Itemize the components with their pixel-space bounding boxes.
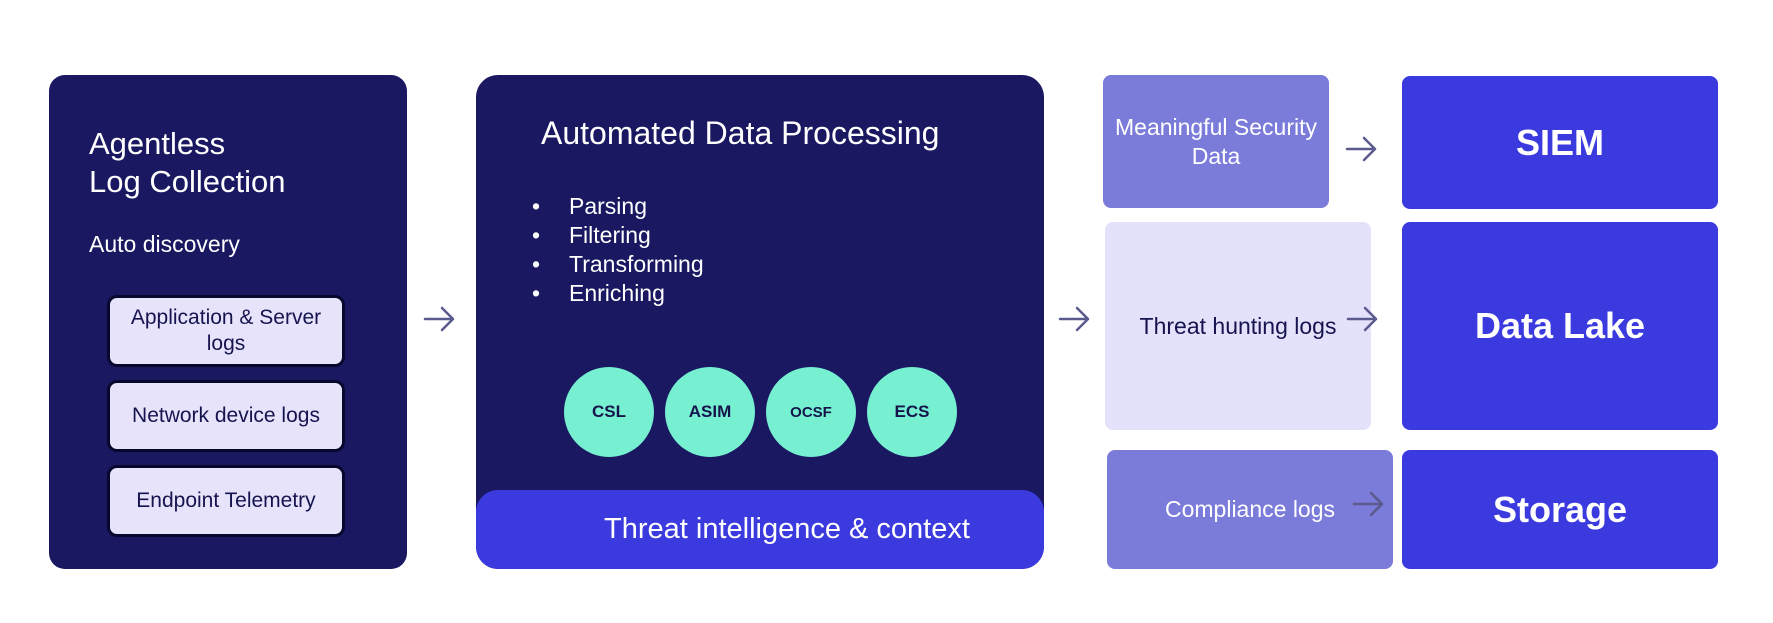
step-enriching: Enriching (532, 279, 704, 308)
log-collection-title: Agentless Log Collection (89, 125, 379, 201)
arrow-right-icon (1345, 136, 1377, 162)
format-badge-ecs: ECS (867, 367, 957, 457)
format-badge-csl: CSL (564, 367, 654, 457)
meaningful-security-data-box: Meaningful Security Data (1103, 75, 1329, 208)
step-filtering: Filtering (532, 221, 704, 250)
chip-endpoint-telemetry: Endpoint Telemetry (107, 465, 345, 537)
data-processing-panel: Automated Data Processing Parsing Filter… (476, 75, 1044, 569)
siem-destination: SIEM (1402, 76, 1718, 209)
step-transforming: Transforming (532, 250, 704, 279)
auto-discovery-label: Auto discovery (89, 231, 240, 257)
format-badge-asim: ASIM (665, 367, 755, 457)
log-collection-panel: Agentless Log Collection Auto discovery … (49, 75, 407, 569)
arrow-right-icon (1058, 306, 1090, 332)
threat-intel-bar: Threat intelligence & context (476, 490, 1044, 569)
data-lake-destination: Data Lake (1402, 222, 1718, 430)
arrow-right-icon (1346, 306, 1378, 332)
processing-steps-list: Parsing Filtering Transforming Enriching (532, 192, 704, 308)
storage-destination: Storage (1402, 450, 1718, 569)
arrow-right-icon (423, 306, 455, 332)
arrow-right-icon (1352, 491, 1384, 517)
compliance-logs-box: Compliance logs (1107, 450, 1393, 569)
data-processing-title: Automated Data Processing (541, 115, 940, 151)
chip-application-server-logs: Application & Server logs (107, 295, 345, 367)
chip-network-device-logs: Network device logs (107, 380, 345, 452)
step-parsing: Parsing (532, 192, 704, 221)
log-collection-title-line2: Log Collection (89, 164, 286, 199)
log-collection-title-line1: Agentless (89, 126, 226, 161)
format-badge-ocsf: OCSF (766, 367, 856, 457)
threat-hunting-logs-box: Threat hunting logs (1105, 222, 1371, 430)
